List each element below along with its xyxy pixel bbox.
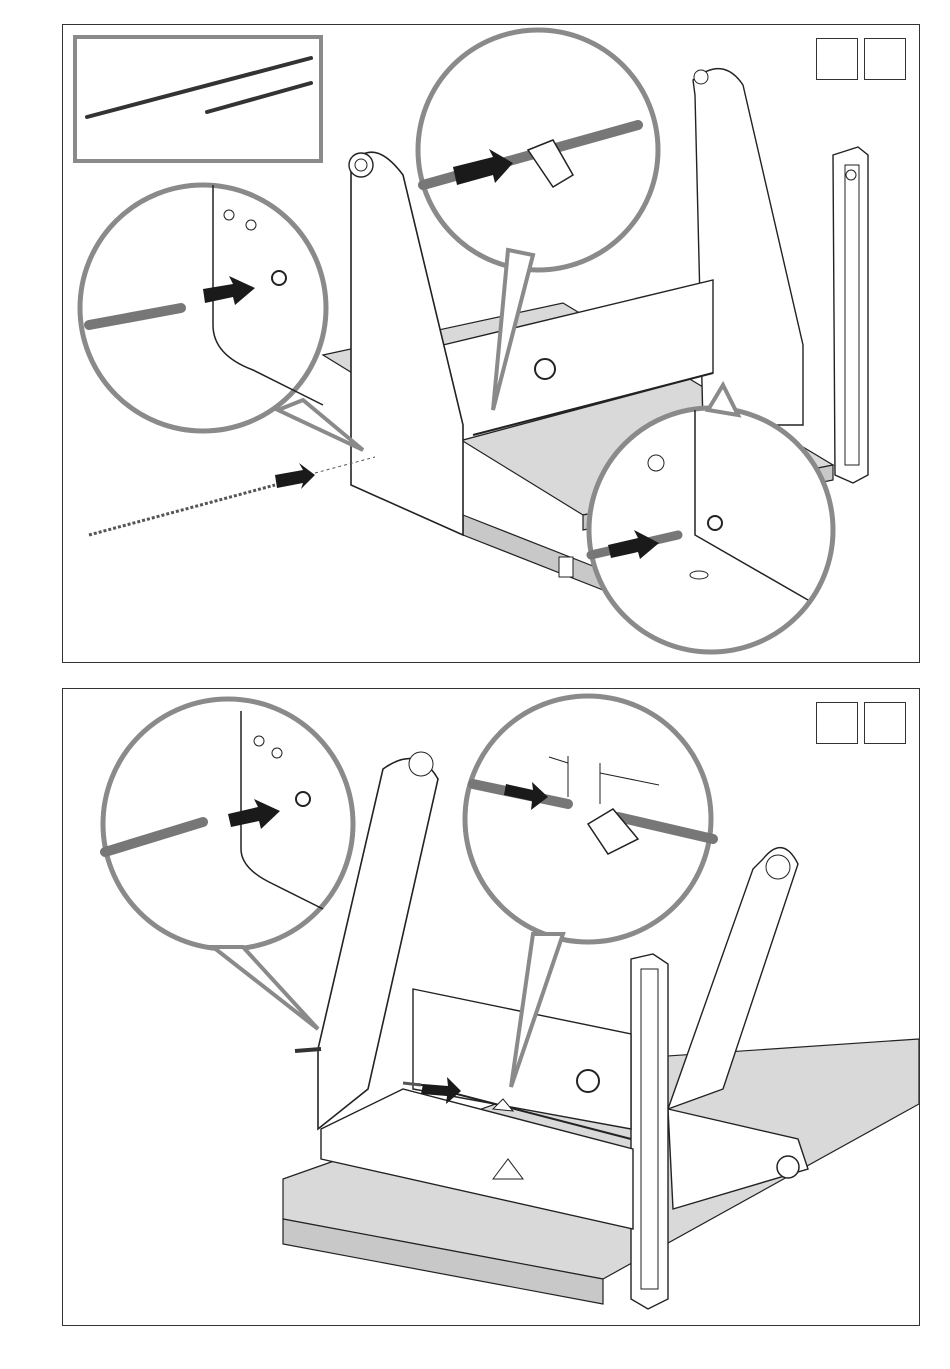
assembly-illustration-1 (63, 25, 919, 662)
callout-left-hole (103, 699, 353, 1029)
assembly-step-panel-2 (62, 688, 920, 1326)
parts-inset (75, 37, 321, 161)
assembly-step-panel-1 (62, 24, 920, 663)
threaded-rod (89, 457, 375, 535)
assembly-illustration-2 (63, 689, 919, 1325)
callout-left-hole (80, 185, 363, 450)
rail-bracket (833, 147, 868, 483)
arrow-right-icon (275, 463, 315, 489)
rail-bracket (631, 954, 668, 1309)
